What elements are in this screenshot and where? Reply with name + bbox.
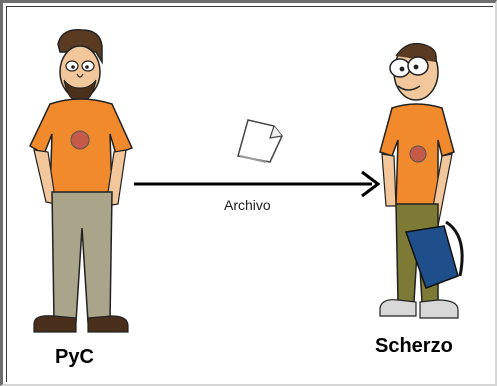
right-person-name: Scherzo [375,335,453,357]
scene-canvas [6,6,493,382]
transfer-arrow [134,170,381,198]
left-person-figure [29,29,134,333]
right-person-figure [379,43,464,319]
document-icon [237,119,283,163]
right-backpack [404,225,459,289]
transfer-label: Archivo [224,197,271,213]
left-person-name: PyC [55,346,94,368]
left-pants [51,191,113,323]
